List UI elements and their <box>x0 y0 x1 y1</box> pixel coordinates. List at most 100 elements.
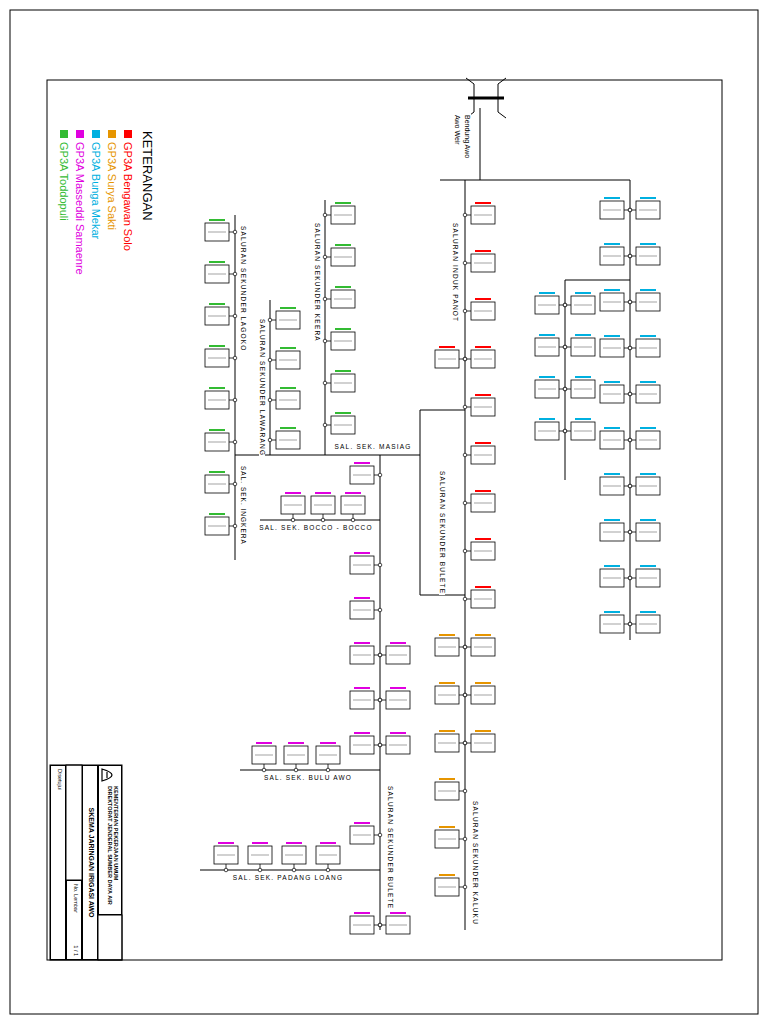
block-divider <box>217 855 235 856</box>
block-divider <box>603 348 621 349</box>
legend-entry: GP3A Toddopuli <box>59 130 70 221</box>
title-text: KEMENTERIAN PEKERJAAN UMUM <box>113 786 119 911</box>
irrigation-block <box>350 826 374 844</box>
irrigation-block <box>205 433 229 451</box>
structure-node <box>378 698 382 702</box>
group-marker <box>640 243 656 245</box>
canal-name: SALURAN SEKUNDER LAWARANG <box>259 318 266 457</box>
group-marker <box>604 565 620 567</box>
irrigation-block <box>276 391 300 409</box>
weir-label: Awo Weir <box>455 114 462 146</box>
irrigation-block <box>471 302 495 320</box>
group-marker <box>439 346 455 348</box>
irrigation-block <box>205 517 229 535</box>
group-marker <box>640 473 656 475</box>
block-divider <box>474 695 492 696</box>
group-marker <box>604 519 620 521</box>
structure-node <box>463 837 467 841</box>
structure-node <box>628 300 632 304</box>
block-divider <box>334 299 352 300</box>
group-marker <box>209 219 225 221</box>
irrigation-block <box>331 290 355 308</box>
structure-node <box>463 357 467 361</box>
block-divider <box>538 431 556 432</box>
irrigation-block <box>471 734 495 752</box>
group-marker <box>475 250 491 252</box>
structure-node <box>323 339 327 343</box>
structure-node <box>323 381 327 385</box>
irrigation-block <box>205 223 229 241</box>
group-marker <box>475 298 491 300</box>
group-marker <box>354 597 370 599</box>
structure-node <box>628 346 632 350</box>
block-divider <box>574 305 592 306</box>
canal-line <box>565 280 630 281</box>
block-divider <box>474 359 492 360</box>
irrigation-block <box>435 686 459 704</box>
group-marker <box>475 730 491 732</box>
block-divider <box>639 394 657 395</box>
structure-node <box>463 741 467 745</box>
structure-node <box>233 230 237 234</box>
block-divider <box>639 348 657 349</box>
group-marker <box>390 912 406 914</box>
block-divider <box>639 256 657 257</box>
irrigation-block <box>350 556 374 574</box>
structure-node <box>463 261 467 265</box>
block-divider <box>639 302 657 303</box>
structure-node <box>463 405 467 409</box>
canal-line <box>325 200 326 455</box>
irrigation-block <box>600 431 624 449</box>
structure-node <box>463 453 467 457</box>
group-marker <box>539 376 555 378</box>
structure-node <box>268 438 272 442</box>
block-divider <box>208 358 226 359</box>
group-marker <box>475 634 491 636</box>
structure-node <box>378 833 382 837</box>
structure-node <box>224 868 228 872</box>
group-marker <box>209 303 225 305</box>
irrigation-block <box>571 422 595 440</box>
structure-node <box>258 868 262 872</box>
structure-node <box>628 208 632 212</box>
structure-node <box>563 345 567 349</box>
group-marker <box>439 874 455 876</box>
group-marker <box>390 642 406 644</box>
legend-text: GP3A Masseddi Samaenre <box>75 142 86 275</box>
block-divider <box>474 263 492 264</box>
block-divider <box>208 400 226 401</box>
canal-name: SAL. SEK. BOCCO - BOCCO <box>258 525 374 532</box>
irrigation-block <box>350 601 374 619</box>
block-divider <box>639 440 657 441</box>
irrigation-block <box>600 293 624 311</box>
irrigation-block <box>435 830 459 848</box>
canal-line <box>420 410 465 411</box>
structure-node <box>378 743 382 747</box>
title-text: No. Lembar <box>69 884 79 913</box>
block-divider <box>574 389 592 390</box>
structure-node <box>563 345 567 349</box>
group-marker <box>640 611 656 613</box>
irrigation-block <box>276 351 300 369</box>
block-divider <box>438 743 456 744</box>
block-divider <box>438 839 456 840</box>
irrigation-block <box>276 311 300 329</box>
structure-node <box>233 482 237 486</box>
group-marker <box>218 842 234 844</box>
canal-line <box>480 108 481 180</box>
group-marker <box>354 912 370 914</box>
block-divider <box>314 505 332 506</box>
structure-node <box>628 254 632 258</box>
group-marker <box>604 335 620 337</box>
irrigation-block <box>435 878 459 896</box>
group-marker <box>575 334 591 336</box>
legend-entry: GP3A Surya Sakti <box>107 130 118 230</box>
structure-node <box>463 645 467 649</box>
group-marker <box>575 376 591 378</box>
group-marker <box>280 307 296 309</box>
structure-node <box>628 438 632 442</box>
group-marker <box>475 346 491 348</box>
block-divider <box>319 755 337 756</box>
structure-node <box>628 300 632 304</box>
